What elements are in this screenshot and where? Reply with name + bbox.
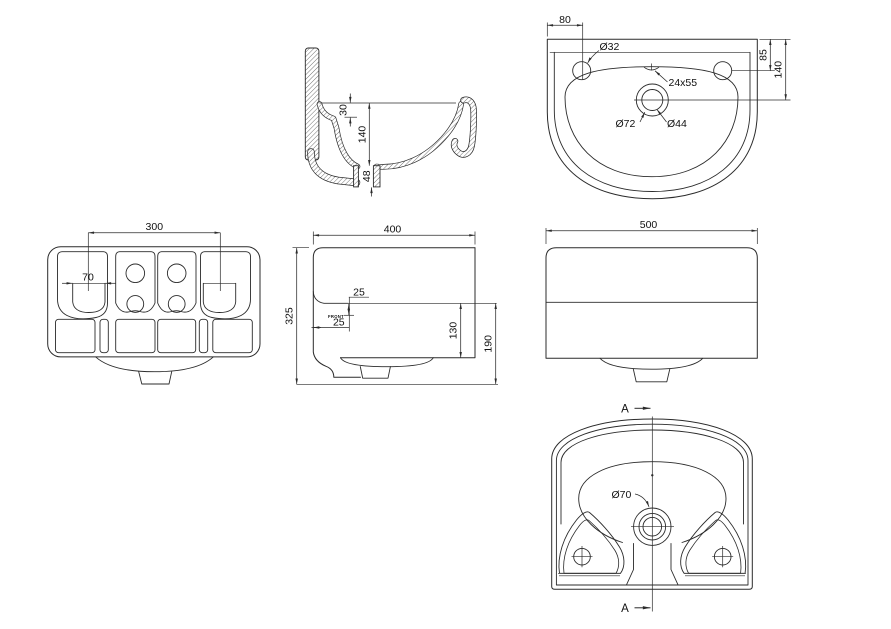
bottom-outer-outline	[551, 418, 753, 590]
dim-drain-height-label: 48	[361, 170, 373, 182]
rear-recess-5	[198, 318, 209, 354]
dim-rim-drop-label: 30	[337, 104, 349, 116]
dim-bowl-depth-label: 140	[356, 126, 368, 144]
dim-overflow-slot-label: 24x55	[669, 77, 698, 89]
side-bowl-arc	[340, 357, 434, 368]
bottom-center-mark	[651, 474, 654, 477]
plan-tap-hole-left	[572, 61, 592, 81]
front-drain-boss	[632, 368, 671, 383]
view-plan: 80 85 140 Ø32 24x55 Ø72 Ø44	[546, 14, 791, 200]
front-outline	[545, 247, 758, 359]
side-drain-boss	[359, 366, 391, 379]
bottom-basin-right	[651, 461, 727, 543]
dim-overall-depth-label: 190	[483, 335, 495, 353]
bottom-rim-outline	[560, 429, 744, 525]
plan-basin-outline	[564, 66, 739, 178]
rear-bowl-arc	[95, 356, 214, 373]
side-backsplash-step	[312, 291, 349, 304]
rear-recess-3	[115, 318, 156, 354]
rear-mount-slot-right	[202, 282, 237, 313]
rear-recess-6	[212, 318, 253, 354]
section-bowl-right-shell	[374, 101, 464, 169]
front-bowl-arc	[599, 357, 704, 370]
bottom-pocket-left-inner	[563, 519, 620, 574]
rear-outer-outline	[47, 246, 261, 358]
dim-height-label: 325	[284, 307, 296, 325]
view-section-profile: 30 140 48	[304, 47, 477, 197]
dim-drain-inner-label: Ø44	[667, 118, 687, 130]
rear-recess-2	[99, 318, 109, 354]
bottom-pocket-left-outer	[558, 511, 625, 574]
dim-hole-offset-label: 80	[559, 14, 571, 26]
dim-mount-spacing-label: 300	[146, 221, 164, 233]
plan-inner-rim	[553, 51, 751, 192]
rear-hole-1	[125, 263, 146, 284]
rear-recess-1	[55, 318, 96, 354]
view-side: 400 325 130 190 25 25 FRONT	[284, 223, 498, 385]
section-front-rim-roll	[451, 97, 477, 157]
dim-depth-label: 400	[384, 223, 402, 235]
plan-outer-outline	[546, 38, 758, 200]
rear-hole-2	[126, 295, 145, 313]
dim-width-label: 500	[640, 219, 658, 231]
dim-drain-outer-label: Ø72	[616, 118, 636, 130]
side-outline-right	[340, 247, 476, 359]
dim-slot-width-label: 70	[82, 272, 94, 284]
rear-recess-4	[157, 318, 197, 354]
rear-hole-3	[166, 263, 187, 284]
dim-apron-depth-label: 130	[448, 322, 460, 340]
section-drain-wall-left	[353, 165, 359, 188]
plan-tap-hole-right	[713, 61, 733, 81]
rear-panel-right	[200, 251, 251, 320]
rear-hole-4	[167, 295, 186, 313]
rear-drain-boss	[138, 371, 173, 385]
dim-hole-setback-label: 85	[757, 49, 769, 61]
side-tiny-note: FRONT	[328, 314, 344, 319]
dim-front-offset-label: 25	[333, 317, 345, 329]
rear-panel-left	[57, 251, 108, 320]
section-mark-a-bottom: A	[621, 603, 629, 615]
dim-rim-offset-label: 25	[353, 287, 365, 299]
section-mark-a-top: A	[621, 403, 629, 415]
rear-mount-slot-left	[72, 282, 106, 313]
bottom-inner-outline	[555, 423, 749, 586]
section-base-shell	[308, 149, 360, 186]
dim-drain-dia-label: Ø70	[612, 489, 632, 501]
view-rear: 300 70	[47, 221, 261, 385]
rear-panel-mid-right	[157, 251, 197, 313]
bottom-drain-column	[626, 543, 679, 586]
bottom-pocket-right-inner	[685, 519, 742, 574]
rear-panel-mid-left	[115, 251, 156, 313]
view-front: 500	[545, 219, 758, 383]
dim-hole-dia-label: Ø32	[600, 41, 620, 53]
section-bowl-left-shell	[317, 101, 360, 169]
side-outline-left	[312, 247, 476, 378]
bottom-pocket-right-outer	[680, 511, 747, 574]
section-drain-wall-right	[372, 165, 381, 188]
view-bottom: Ø70 A A	[551, 403, 753, 615]
bottom-basin-left	[578, 461, 653, 543]
dim-drain-setback-label: 140	[773, 61, 785, 79]
